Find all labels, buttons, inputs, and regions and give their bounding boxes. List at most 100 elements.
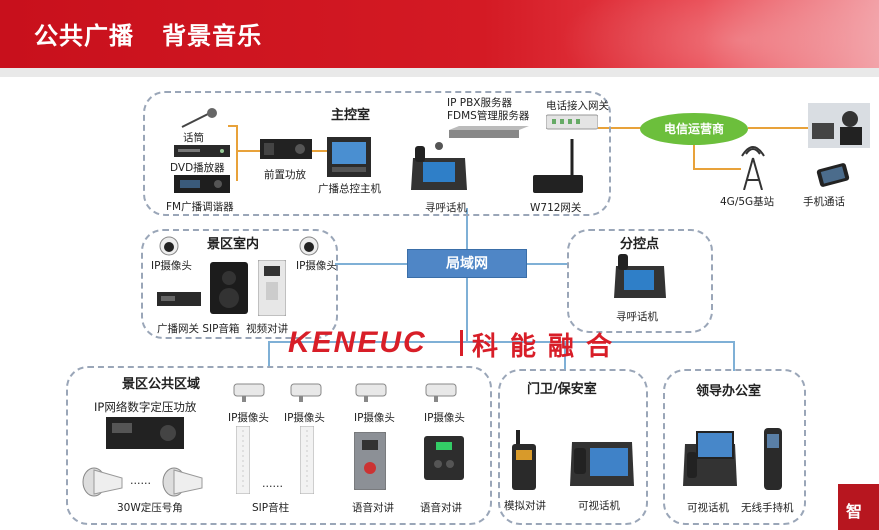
link-telecom-agent (748, 127, 808, 129)
voice-intercom-icon (354, 432, 386, 490)
link-indoor-lan (335, 263, 408, 265)
zone-indoor-label: 景区室内 (207, 237, 260, 252)
zone-public (66, 366, 492, 525)
video-phone-icon (570, 442, 634, 486)
phone-gateway-icon (546, 114, 598, 130)
public-cam1-label: IP摄像头 (228, 412, 269, 424)
video-phone-icon (683, 431, 737, 486)
dvd-label: DVD播放器 (170, 162, 225, 174)
call-agent-icon (808, 103, 870, 148)
link-guard (564, 341, 566, 371)
bullet-camera-icon (425, 383, 457, 402)
zone-branch-label: 分控点 (620, 237, 660, 252)
station-label: 4G/5G基站 (720, 196, 775, 208)
zone-office-label: 领导办公室 (696, 384, 762, 399)
dvd-player-icon (174, 145, 230, 157)
preamp-label: 前置功放 (264, 169, 306, 181)
column-label: SIP音柱 (252, 502, 290, 514)
bullet-camera-icon (290, 383, 322, 402)
digital-amplifier-icon (106, 417, 184, 449)
sip-speaker-icon (210, 262, 248, 314)
broadcast-gateway-icon (157, 292, 201, 306)
zone-indoor (141, 229, 338, 339)
zone-main-label: 主控室 (331, 108, 371, 123)
logo-divider (460, 330, 463, 356)
page-title: 公共广播 背景音乐 (34, 22, 263, 50)
logo-text-en: KENEUC (288, 326, 427, 359)
keneuc-logo: KENEUC 科能融合 (288, 326, 648, 362)
horn-dots: …… (130, 475, 151, 487)
server-label: IP PBX服务器 FDMS管理服务器 (447, 97, 530, 122)
corner-badge: 智 (838, 484, 879, 530)
guard-video-label: 可视话机 (578, 500, 620, 512)
public-cam3-label: IP摄像头 (354, 412, 395, 424)
link-office (733, 341, 735, 371)
zone-public-label: 景区公共区域 (122, 377, 201, 392)
link-lan-down (466, 278, 468, 341)
talk1-label: 语音对讲 (352, 502, 394, 514)
bullet-camera-icon (355, 383, 387, 402)
w712-gateway-icon (533, 139, 583, 193)
telecom-operator: 电信运营商 (640, 113, 748, 145)
public-cam4-label: IP摄像头 (424, 412, 465, 424)
microphone-icon (181, 108, 217, 128)
pager-console-icon (614, 254, 666, 298)
link-public (268, 341, 270, 368)
radio-label: 模拟对讲 (504, 500, 546, 512)
link-telecom-down (693, 145, 695, 169)
video-intercom-icon (258, 260, 286, 316)
link-mic (228, 125, 237, 127)
phone-label: 手机通话 (803, 196, 845, 208)
fm-tuner-icon (174, 175, 230, 193)
link-host (312, 150, 328, 152)
mic-label: 话筒 (183, 132, 204, 144)
zone-office (663, 369, 806, 525)
sip-column-icon (236, 426, 250, 494)
link-main-lan (466, 208, 468, 250)
indoor-cam1-label: IP摄像头 (151, 260, 192, 272)
logo-text-cn: 科能融合 (472, 332, 625, 362)
column-dots: …… (262, 478, 283, 490)
link-bus (268, 341, 734, 343)
mobile-phone-icon (816, 163, 850, 187)
zone-main-control (143, 91, 611, 216)
zone-guard-label: 门卫/保安室 (527, 382, 597, 397)
link-branch-lan (527, 263, 569, 265)
fm-label: FM广播调谐器 (166, 201, 234, 213)
dome-camera-icon (299, 236, 319, 256)
zone-guard (498, 369, 648, 525)
host-label: 广播总控主机 (318, 183, 381, 195)
horn-label: 30W定压号角 (117, 502, 183, 514)
pager-label: 寻呼话机 (425, 202, 467, 214)
public-cam2-label: IP摄像头 (284, 412, 325, 424)
indoor-cam2-label: IP摄像头 (296, 260, 337, 272)
preamp-icon (260, 139, 312, 159)
gateway-label: 电话接入网关 (546, 100, 609, 112)
walkie-talkie-icon (512, 430, 536, 490)
link-telecom (598, 127, 642, 129)
header-band (0, 68, 879, 77)
server-icon (449, 126, 529, 138)
horn-speaker-icon (162, 467, 203, 497)
wireless-handset-icon (764, 428, 782, 490)
amp-label: IP网络数字定压功放 (94, 400, 197, 414)
page-header: 公共广播 背景音乐 (0, 0, 879, 68)
pager-console-icon (411, 142, 467, 190)
link-preamp (236, 150, 262, 152)
indoor-devices-label: 广播网关 SIP音箱 视频对讲 (157, 323, 289, 335)
bullet-camera-icon (233, 383, 265, 402)
talk2-label: 语音对讲 (420, 502, 462, 514)
dome-camera-icon (159, 236, 179, 256)
link-telecom-station (693, 168, 741, 170)
horn-speaker-icon (82, 467, 123, 497)
lan-hub: 局域网 (407, 249, 527, 278)
cell-tower-icon (741, 146, 765, 190)
sip-column-icon (300, 426, 314, 494)
link-audio-bus (236, 125, 238, 181)
voice-intercom-icon (424, 436, 464, 480)
branch-pager-label: 寻呼话机 (616, 311, 658, 323)
control-host-icon (327, 137, 371, 177)
wireless-label: 无线手持机 (741, 502, 794, 514)
w712-label: W712网关 (530, 202, 582, 214)
zone-branch (567, 229, 713, 333)
